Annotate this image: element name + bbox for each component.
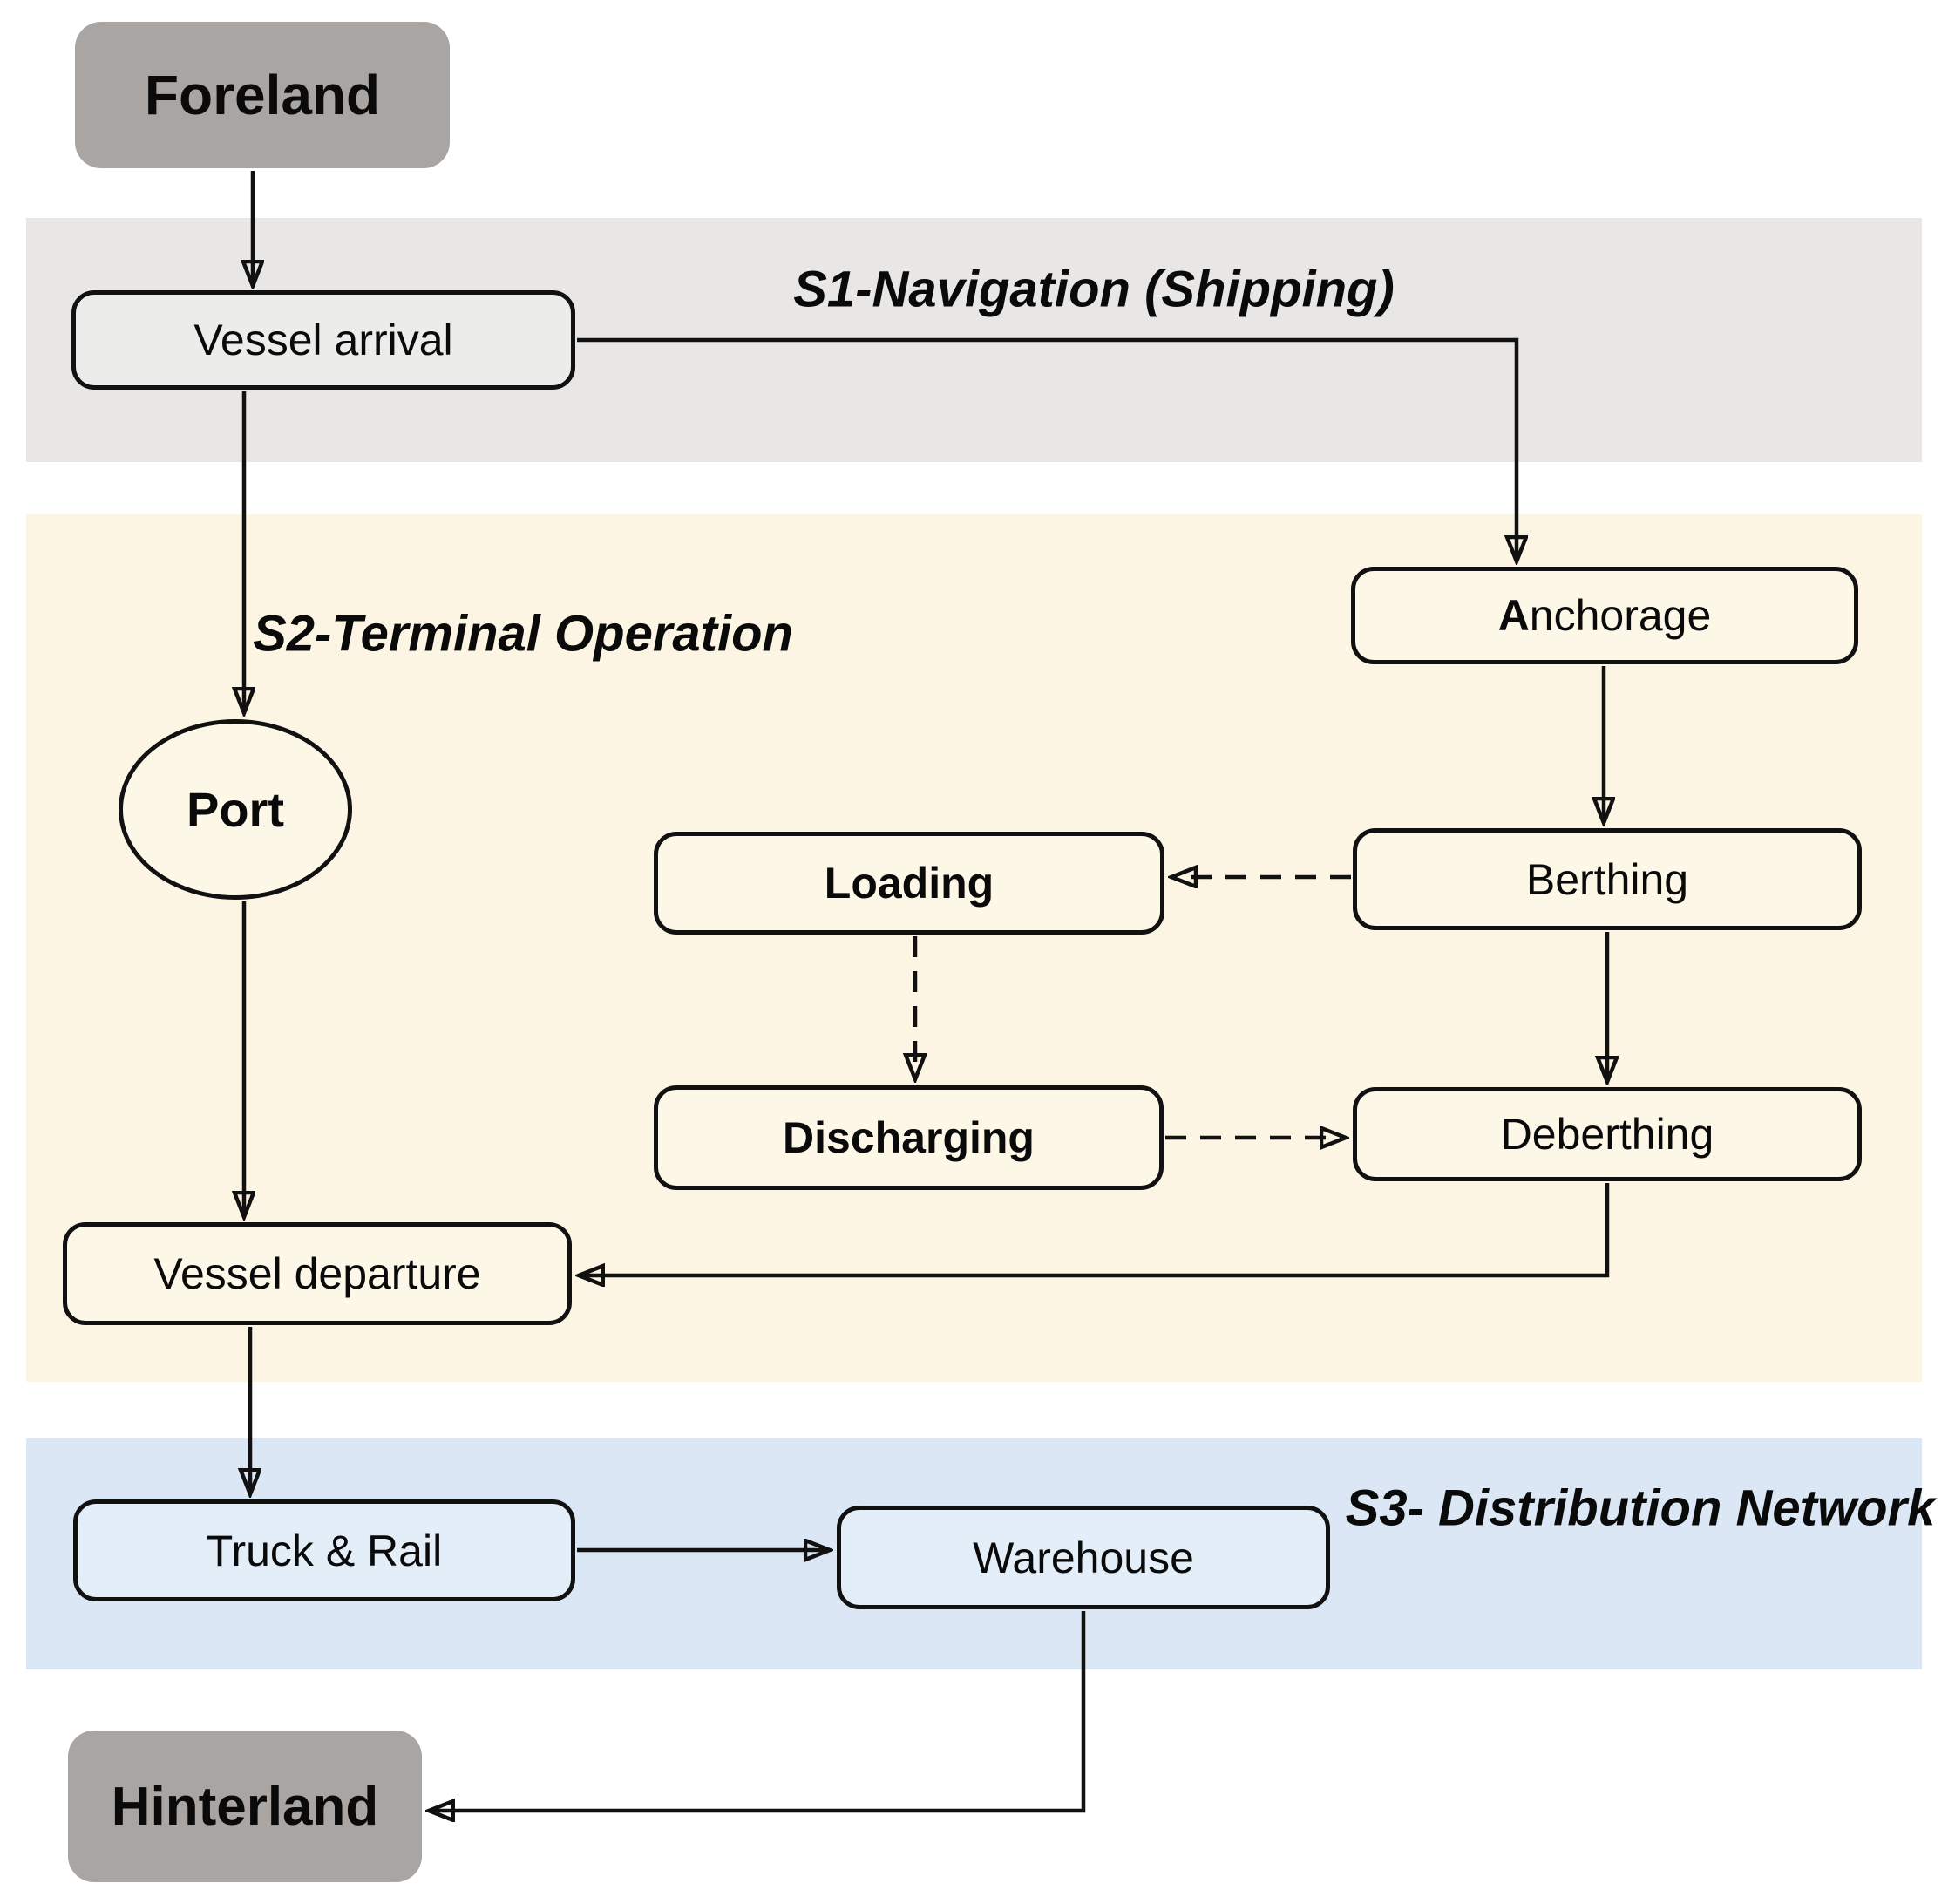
stage-title-s3: S3- Distribution Network	[1345, 1479, 1936, 1537]
node-vessel-arrival: Vessel arrival	[71, 290, 575, 390]
node-vessel-departure-label: Vessel departure	[153, 1249, 481, 1298]
node-warehouse: Warehouse	[837, 1506, 1330, 1609]
node-deberthing: Deberthing	[1353, 1087, 1862, 1181]
node-port-label: Port	[187, 782, 284, 837]
stage-title-s2: S2-Terminal Operation	[253, 605, 793, 663]
node-loading: Loading	[654, 832, 1164, 935]
node-hinterland: Hinterland	[68, 1731, 422, 1882]
node-deberthing-label: Deberthing	[1500, 1110, 1714, 1159]
node-discharging-label: Discharging	[783, 1113, 1035, 1162]
node-loading-label: Loading	[824, 859, 994, 908]
node-foreland-label: Foreland	[144, 64, 381, 126]
node-berthing: Berthing	[1353, 828, 1862, 930]
node-anchorage-label-initial: A	[1497, 591, 1530, 640]
stage-title-s1: S1-Navigation (Shipping)	[793, 261, 1395, 318]
node-anchorage: Anchorage	[1351, 567, 1858, 664]
node-truck-rail: Truck & Rail	[73, 1499, 575, 1601]
node-berthing-label: Berthing	[1525, 854, 1689, 904]
node-discharging: Discharging	[654, 1085, 1164, 1190]
node-port-circle: Port	[119, 719, 352, 900]
node-anchorage-label-rest: nchorage	[1529, 591, 1712, 640]
node-anchorage-label: Anchorage	[1498, 594, 1712, 637]
node-truck-rail-label: Truck & Rail	[206, 1526, 443, 1575]
node-warehouse-label: Warehouse	[973, 1533, 1194, 1582]
node-foreland: Foreland	[75, 22, 450, 168]
node-vessel-departure: Vessel departure	[63, 1222, 572, 1325]
node-hinterland-label: Hinterland	[111, 1776, 379, 1837]
node-vessel-arrival-label: Vessel arrival	[193, 316, 453, 364]
